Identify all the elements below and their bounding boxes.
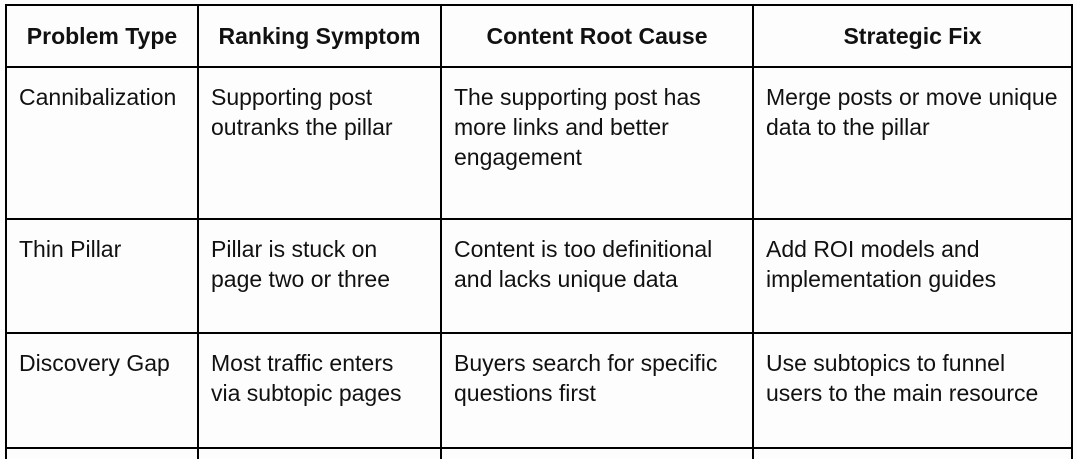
cell-strategic-fix: Audit and fix internal link architecture: [752, 447, 1073, 459]
cell-ranking-symptom: Supporting post outranks the pillar: [197, 66, 442, 220]
problem-matrix-table: Problem Type Ranking Symptom Content Roo…: [5, 4, 1073, 459]
header-ranking-symptom: Ranking Symptom: [197, 4, 442, 68]
cell-strategic-fix: Merge posts or move unique data to the p…: [752, 66, 1073, 220]
cell-problem-type: Thin Pillar: [5, 218, 199, 334]
table-row-discovery-gap: Discovery Gap Most traffic enters via su…: [5, 332, 1073, 449]
header-strategic-fix: Strategic Fix: [752, 4, 1073, 68]
table-row-authority-drift: Authority Drift Pillar lacks internal li…: [5, 447, 1073, 459]
header-content-root-cause: Content Root Cause: [440, 4, 754, 68]
table-header-row: Problem Type Ranking Symptom Content Roo…: [5, 4, 1073, 68]
table-row-thin-pillar: Thin Pillar Pillar is stuck on page two …: [5, 218, 1073, 334]
header-problem-type: Problem Type: [5, 4, 199, 68]
cell-ranking-symptom: Pillar is stuck on page two or three: [197, 218, 442, 334]
cell-content-root-cause: The supporting post has more links and b…: [440, 66, 754, 220]
cell-problem-type: Discovery Gap: [5, 332, 199, 449]
cell-problem-type: Cannibalization: [5, 66, 199, 220]
cell-content-root-cause: Supporting pages do not link back to the…: [440, 447, 754, 459]
cell-strategic-fix: Add ROI models and implementation guides: [752, 218, 1073, 334]
table-row-cannibalization: Cannibalization Supporting post outranks…: [5, 66, 1073, 220]
cell-problem-type: Authority Drift: [5, 447, 199, 459]
cell-ranking-symptom: Pillar lacks internal link support: [197, 447, 442, 459]
cell-content-root-cause: Buyers search for specific questions fir…: [440, 332, 754, 449]
cell-ranking-symptom: Most traffic enters via subtopic pages: [197, 332, 442, 449]
cell-strategic-fix: Use subtopics to funnel users to the mai…: [752, 332, 1073, 449]
cell-content-root-cause: Content is too definitional and lacks un…: [440, 218, 754, 334]
